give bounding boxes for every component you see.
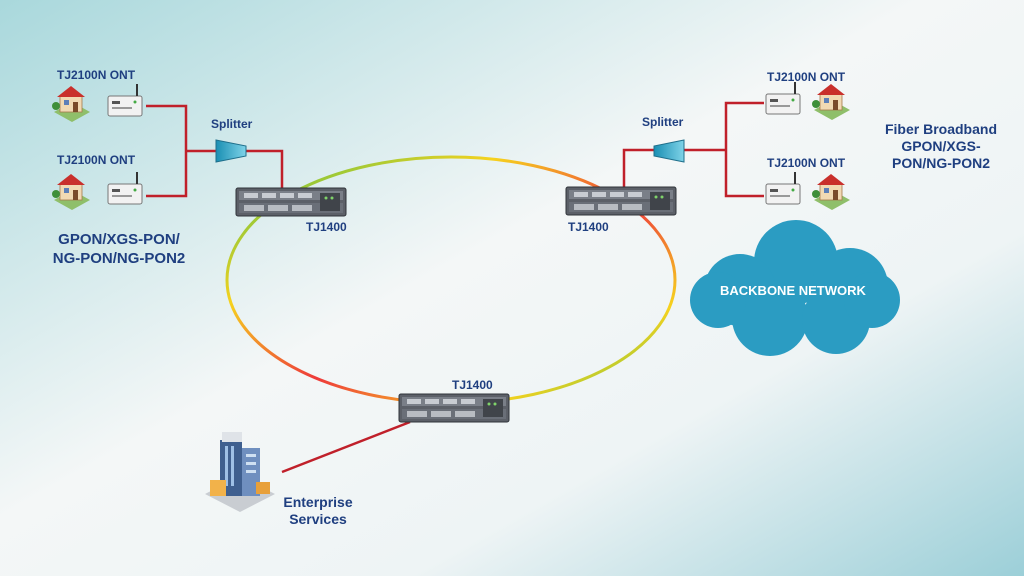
backbone-network-label: BACKBONE NETWORK [720,283,866,298]
right-pon-line1: Fiber Broadband [884,121,997,137]
left-pon-line2: NG-PON/NG-PON2 [52,250,186,267]
tj1400-chassis-icon [565,186,677,216]
right-pon-line2: GPON/XGS- [901,138,981,154]
splitter-label-right: Splitter [642,115,684,129]
node-label-left: TJ1400 [306,220,347,234]
enterprise-building-icon [205,432,275,512]
left-pon-line1: GPON/XGS-PON/ [58,231,180,248]
splitter-icon [215,139,247,163]
ont-label-top-left: TJ2100N ONT [57,68,136,82]
node-label-right: TJ1400 [568,220,609,234]
node-label-bottom: TJ1400 [452,378,493,392]
left-pon-label: GPON/XGS-PON/ NG-PON/NG-PON2 [44,230,194,268]
enterprise-line1: Enterprise [283,494,353,510]
right-pon-line3: PON/NG-PON2 [891,155,990,171]
left-fiber-links [146,104,284,198]
backbone-cloud-icon [690,220,900,356]
ont-label-bottom-left: TJ2100N ONT [57,153,136,167]
ont-label-bottom-right: TJ2100N ONT [767,156,846,170]
tj1400-chassis-icon [398,393,510,423]
splitter-icon [653,139,685,163]
enterprise-line2: Services [289,511,347,527]
ont-label-top-right: TJ2100N ONT [767,70,846,84]
right-pon-label: Fiber Broadband GPON/XGS- PON/NG-PON2 [866,121,1016,172]
enterprise-link [281,420,411,474]
tj1400-chassis-icon [235,187,347,217]
enterprise-services-label: Enterprise Services [272,494,364,528]
splitter-label-left: Splitter [211,117,253,131]
right-fiber-links [622,101,764,198]
